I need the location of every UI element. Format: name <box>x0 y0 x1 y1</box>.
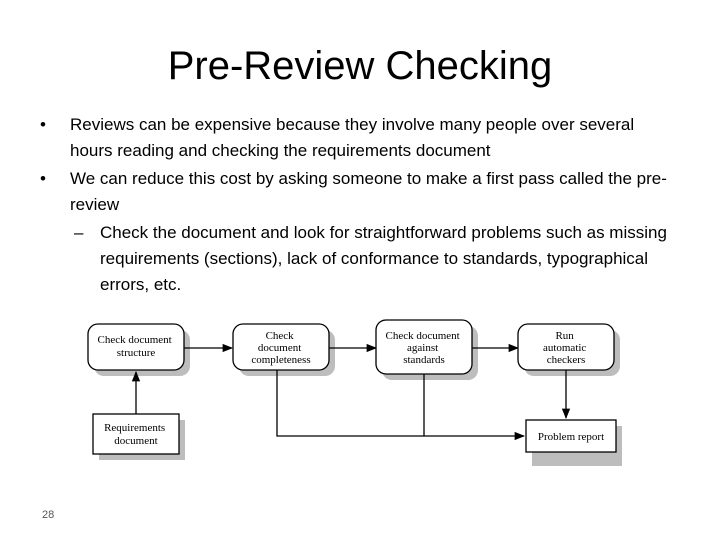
label-problem-report: Problem report <box>538 431 604 443</box>
process-diagram: Check document structure Check document … <box>87 319 622 466</box>
label-run-checkers: Run automatic checkers <box>543 330 589 366</box>
label-check-standards: Check document against standards <box>386 330 463 366</box>
diagram-connectors <box>131 343 571 441</box>
sub-bullet-item: – Check the document and look for straig… <box>40 220 680 298</box>
slide-number: 28 <box>42 509 55 521</box>
label-check-completeness: Check document completeness <box>251 330 310 366</box>
diagram-boxes <box>87 319 617 455</box>
line-to-report <box>276 370 424 437</box>
box-check-standards <box>375 319 473 375</box>
bullet-mark: • <box>40 115 46 134</box>
bullet-list: • Reviews can be expensive because they … <box>40 112 680 298</box>
bullet-text: We can reduce this cost by asking someon… <box>70 169 667 214</box>
box-requirements-document <box>92 413 180 455</box>
bullet-mark: • <box>40 169 46 188</box>
bullet-item: • Reviews can be expensive because they … <box>40 112 680 164</box>
bullet-text: Reviews can be expensive because they in… <box>70 115 635 160</box>
label-requirements-document: Requirements document <box>104 422 168 447</box>
box-check-completeness <box>232 323 330 371</box>
box-check-structure <box>87 323 185 371</box>
slide-title: Pre-Review Checking <box>167 44 553 88</box>
sub-bullet-text: Check the document and look for straight… <box>100 223 667 294</box>
box-problem-report <box>525 419 617 453</box>
sub-bullet-mark: – <box>74 223 84 242</box>
label-check-structure: Check document structure <box>98 334 175 359</box>
bullet-item: • We can reduce this cost by asking some… <box>40 166 680 218</box>
box-run-checkers <box>517 323 615 371</box>
